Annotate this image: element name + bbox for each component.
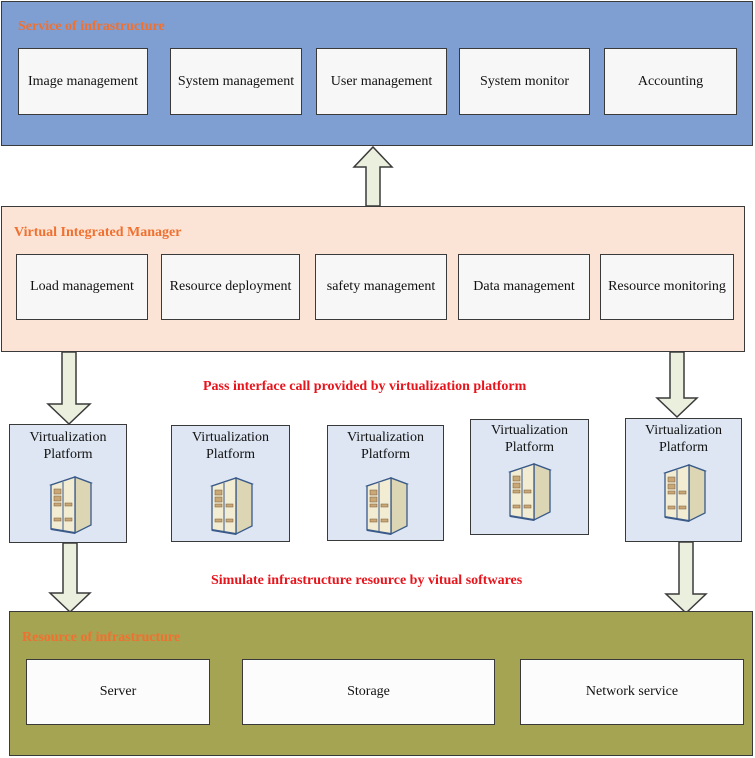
platform-label-line1: Virtualization	[29, 430, 107, 445]
manager-panel: Virtual Integrated Manager Load manageme…	[1, 206, 745, 352]
platform-label: Virtualization Platform	[10, 429, 126, 463]
server-icon	[508, 463, 552, 522]
platform-label: Virtualization Platform	[172, 429, 289, 463]
virtualization-platform-3: Virtualization Platform	[327, 425, 444, 541]
resource-monitoring-box: Resource monitoring	[600, 254, 734, 320]
server-icon	[49, 476, 93, 535]
virtualization-platform-4: Virtualization Platform	[470, 419, 589, 535]
platform-label: Virtualization Platform	[626, 422, 741, 456]
resource-deployment-box: Resource deployment	[161, 254, 300, 320]
server-icon	[210, 477, 254, 536]
virtualization-platform-1: Virtualization Platform	[9, 424, 127, 543]
system-management-box: System management	[170, 48, 302, 115]
platform-label-line2: Platform	[206, 447, 255, 462]
virtualization-platform-5: Virtualization Platform	[625, 418, 742, 542]
network-service-box: Network service	[520, 659, 744, 725]
down-arrow-left-top	[46, 351, 92, 426]
safety-management-box: safety management	[315, 254, 447, 320]
server-icon	[365, 477, 409, 536]
service-panel: Service of infrastructure Image manageme…	[1, 1, 753, 146]
platform-label-line1: Virtualization	[491, 423, 568, 438]
system-monitor-box: System monitor	[459, 48, 590, 115]
accounting-box: Accounting	[604, 48, 737, 115]
manager-panel-title: Virtual Integrated Manager	[14, 225, 182, 240]
server-icon	[663, 464, 707, 523]
platform-label-line2: Platform	[361, 447, 410, 462]
platform-label-line2: Platform	[43, 447, 93, 462]
platform-label: Virtualization Platform	[328, 429, 443, 463]
platform-label-line1: Virtualization	[192, 430, 269, 445]
service-panel-title: Service of infrastructure	[18, 19, 165, 34]
load-management-box: Load management	[16, 254, 148, 320]
user-management-box: User management	[316, 48, 447, 115]
resource-panel-title: Resource of infrastructure	[22, 630, 181, 645]
caption-simulate-infrastructure: Simulate infrastructure resource by vitu…	[211, 573, 523, 588]
storage-box: Storage	[242, 659, 495, 725]
down-arrow-right-bottom	[664, 541, 708, 615]
data-management-box: Data management	[458, 254, 590, 320]
virtualization-platform-2: Virtualization Platform	[171, 425, 290, 542]
platform-label-line2: Platform	[659, 440, 708, 455]
platform-label-line1: Virtualization	[645, 423, 722, 438]
server-box: Server	[26, 659, 210, 725]
caption-pass-interface: Pass interface call provided by virtuali…	[203, 379, 527, 394]
up-arrow	[352, 145, 394, 207]
platform-label-line2: Platform	[505, 440, 554, 455]
down-arrow-left-bottom	[48, 542, 92, 614]
resource-panel: Resource of infrastructure Server Storag…	[9, 611, 753, 756]
image-management-box: Image management	[18, 48, 148, 115]
platform-label: Virtualization Platform	[471, 422, 588, 456]
down-arrow-right-top	[655, 351, 699, 419]
platform-label-line1: Virtualization	[347, 430, 424, 445]
